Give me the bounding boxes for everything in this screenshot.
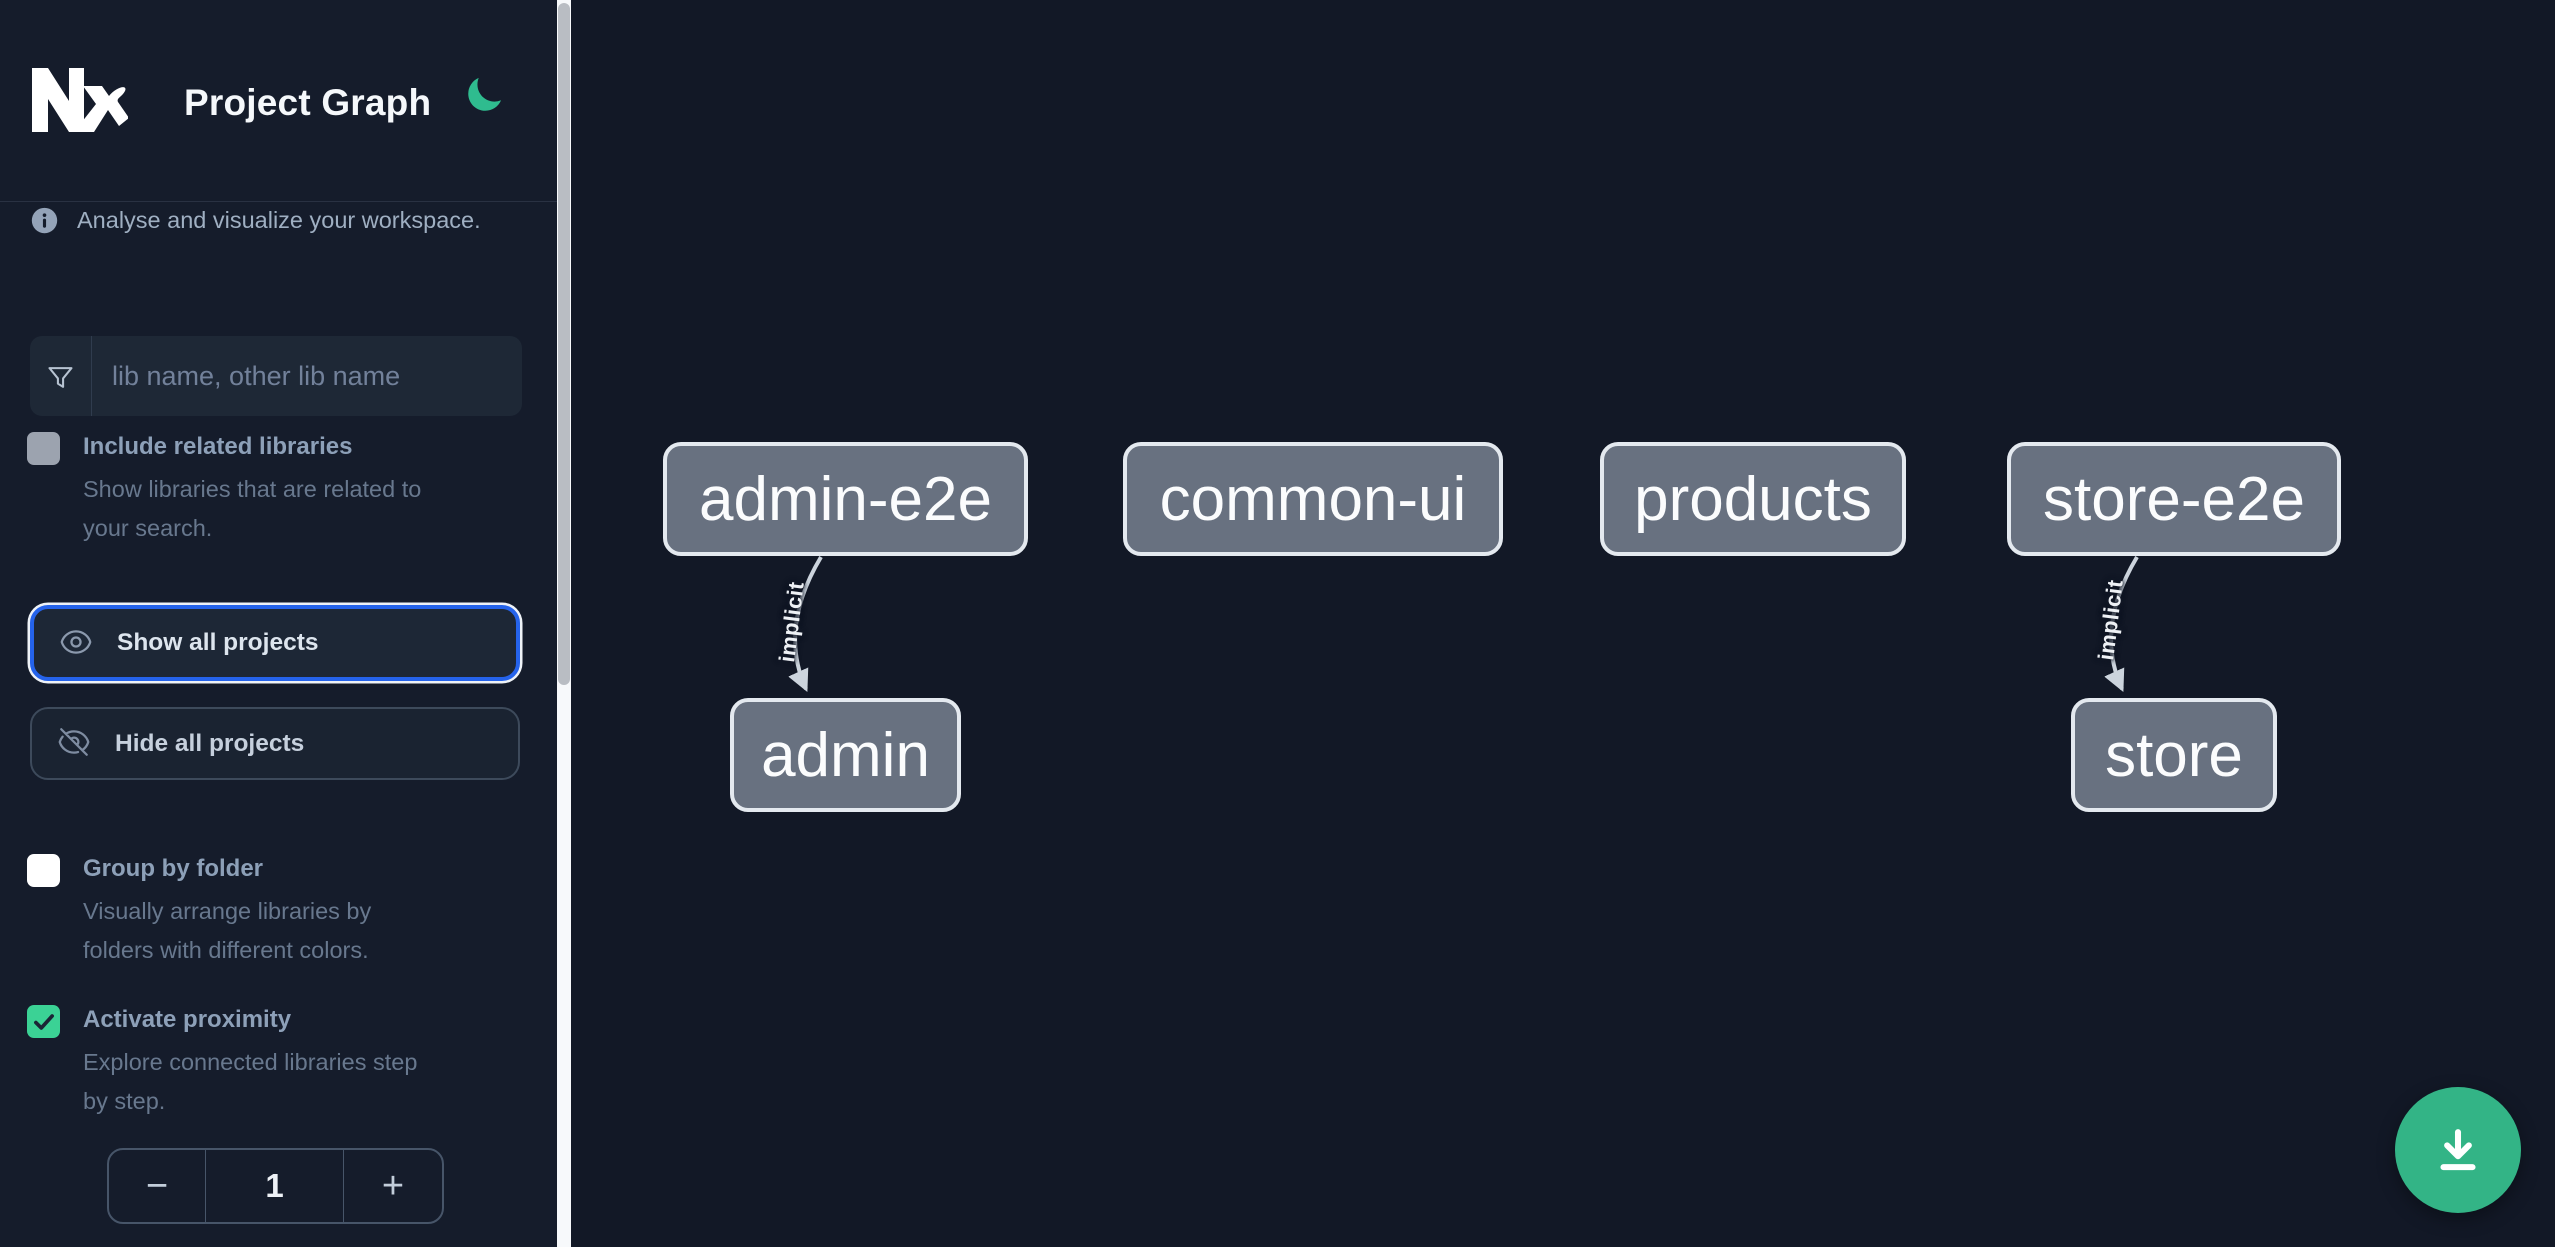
toggle-description: Explore connected libraries step by step… <box>83 1049 418 1114</box>
toggle-description: Visually arrange libraries by folders wi… <box>83 898 372 963</box>
search-input[interactable] <box>92 336 522 416</box>
info-icon <box>31 207 58 234</box>
theme-toggle-button[interactable] <box>458 70 510 122</box>
download-icon <box>2429 1120 2487 1181</box>
toggle-label: Activate proximity <box>83 1006 292 1033</box>
activate-proximity-checkbox[interactable] <box>27 1005 60 1038</box>
graph-node-admin[interactable]: admin <box>730 698 961 812</box>
show-all-projects-button[interactable]: Show all projects <box>30 605 520 681</box>
graph-node-store[interactable]: store <box>2071 698 2277 812</box>
graph-node-admin-e2e[interactable]: admin-e2e <box>663 442 1028 556</box>
sidebar-scrollbar-thumb[interactable] <box>558 3 570 685</box>
toggle-description: Show libraries that are related to your … <box>83 476 422 541</box>
hide-all-projects-button[interactable]: Hide all projects <box>30 707 520 780</box>
sidebar-scrollbar-track[interactable] <box>557 0 571 1247</box>
graph-canvas[interactable] <box>571 0 2555 1247</box>
eye-off-icon <box>32 725 91 762</box>
tagline-row: Analyse and visualize your workspace. <box>30 206 481 235</box>
sidebar: Project Graph Analyse and visualize your… <box>0 0 557 1247</box>
graph-node-products[interactable]: products <box>1600 442 1906 556</box>
checkmark-icon <box>33 1013 54 1030</box>
funnel-icon <box>30 336 92 416</box>
proximity-depth-value[interactable]: 1 <box>265 1167 284 1204</box>
graph-node-store-e2e[interactable]: store-e2e <box>2007 442 2341 556</box>
include-related-checkbox[interactable] <box>27 432 60 465</box>
decrement-button[interactable]: − <box>109 1150 206 1222</box>
button-label: Show all projects <box>117 629 319 656</box>
search-box <box>30 336 522 416</box>
toggle-label: Group by folder <box>83 855 263 882</box>
button-label: Hide all projects <box>115 729 305 757</box>
sidebar-header: Project Graph <box>0 0 557 202</box>
page-title: Project Graph <box>184 82 432 123</box>
moon-icon <box>463 77 505 119</box>
group-by-folder-checkbox[interactable] <box>27 854 60 887</box>
nx-logo-icon <box>32 68 128 132</box>
eye-icon <box>34 625 93 662</box>
toggle-label: Include related libraries <box>83 433 353 460</box>
tagline-text: Analyse and visualize your workspace. <box>77 207 481 233</box>
proximity-depth-stepper: − 1 + <box>107 1148 444 1224</box>
graph-node-common-ui[interactable]: common-ui <box>1123 442 1503 556</box>
increment-button[interactable]: + <box>343 1150 442 1222</box>
download-graph-button[interactable] <box>2395 1087 2521 1213</box>
